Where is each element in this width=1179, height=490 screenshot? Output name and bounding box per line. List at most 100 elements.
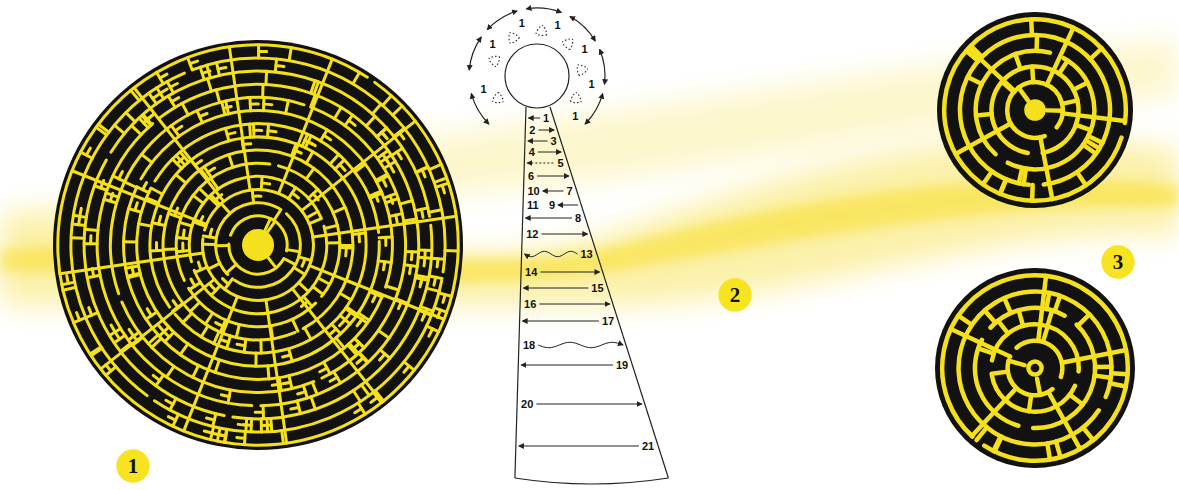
step-arrow [540, 272, 599, 273]
maze-meander [135, 203, 137, 211]
maze-meander [223, 279, 229, 284]
maze-wall [221, 203, 230, 213]
funnel-base [515, 478, 669, 484]
maze-ring [313, 108, 406, 378]
maze-wall [376, 174, 388, 180]
maze-meander [218, 67, 226, 69]
maze-wall [286, 101, 289, 114]
maze-wall [1015, 54, 1020, 69]
maze-meander [423, 250, 426, 258]
maze-spoke [1048, 392, 1080, 449]
maze-wall [203, 243, 216, 246]
maze-meander [164, 331, 170, 337]
step-arrow [538, 342, 623, 347]
maze-wall [1029, 395, 1031, 411]
maze-wall [148, 335, 158, 344]
maze-wall [216, 244, 229, 247]
maze-ring [960, 35, 1110, 185]
maze-wall [90, 347, 101, 354]
dotted-loop [489, 56, 500, 66]
maze-meander [404, 366, 409, 372]
maze-wall [1055, 296, 1060, 311]
maze-wall [1029, 19, 1034, 35]
maze-meander [160, 89, 167, 93]
maze-meander [221, 339, 229, 342]
maze-meander [355, 409, 362, 413]
maze-meander [237, 344, 245, 345]
step-number: 13 [580, 248, 592, 260]
maze-wall [340, 293, 351, 300]
maze-meander [268, 129, 276, 133]
maze-meander [371, 397, 377, 402]
maze-meander [358, 357, 364, 362]
step-arrow [539, 304, 609, 305]
maze-wall [1000, 179, 1006, 194]
cycle-arrow [469, 37, 481, 70]
maze-wall [327, 241, 340, 244]
maze-wall [199, 188, 208, 197]
maze-spoke [969, 48, 1015, 91]
step-number: 3 [550, 135, 556, 147]
maze-meander [155, 243, 158, 251]
maze-wall [366, 116, 375, 126]
maze-meander [283, 382, 291, 384]
maze-meander [298, 392, 306, 394]
maze-spoke [310, 266, 444, 320]
maze-spoke [313, 216, 456, 237]
maze-wall [400, 201, 413, 205]
maze-wall [284, 259, 296, 265]
step-number: 20 [521, 398, 533, 410]
step-number: 9 [549, 199, 555, 211]
maze-meander [382, 133, 387, 139]
maze-meander [77, 313, 80, 321]
maze-ring [194, 226, 326, 313]
maze-ring [141, 111, 392, 288]
maze-wall [393, 106, 402, 115]
maze-meander [264, 103, 272, 107]
step-arrow [527, 163, 554, 164]
maze-wall [265, 219, 271, 231]
step-arrow [523, 321, 599, 322]
maze-meander [421, 209, 423, 217]
maze-wall [1009, 361, 1025, 365]
maze-wall [124, 240, 137, 243]
maze-meander [208, 168, 215, 172]
maze-spoke [184, 297, 238, 431]
maze-wall [1095, 376, 1111, 378]
maze-meander [253, 195, 261, 198]
maze-wall [226, 264, 236, 273]
maze-spoke [266, 300, 287, 443]
maze-meander [198, 262, 201, 270]
maze-wall [1000, 179, 1006, 194]
step-number: 8 [575, 212, 581, 224]
step-number: 14 [525, 266, 537, 278]
badge-fill [718, 278, 751, 311]
maze-wall [287, 250, 300, 252]
maze-wall [180, 344, 188, 355]
maze-wall [1034, 35, 1039, 51]
maze-meander [153, 375, 159, 380]
maze-meander [160, 74, 167, 78]
maze-ring [160, 84, 419, 405]
maze-spoke [951, 329, 1010, 357]
maze-meander [190, 61, 198, 64]
maze-meander [89, 236, 92, 244]
maze-wall [261, 84, 264, 97]
maze-wall [404, 219, 417, 221]
maze-wall [208, 79, 212, 92]
maze-wall [445, 249, 458, 252]
maze-wall [340, 244, 353, 247]
maze-meander [237, 436, 245, 440]
maze-meander [346, 312, 351, 318]
cycle-number: 1 [555, 19, 561, 31]
maze-wall [306, 211, 317, 217]
maze-meander [302, 259, 305, 267]
maze-spoke [1063, 113, 1126, 121]
maze-wall [976, 114, 992, 115]
maze-wall [1076, 125, 1091, 130]
maze-wall [983, 171, 992, 184]
maze-meander [396, 215, 397, 223]
maze-wall [1056, 441, 1060, 457]
maze-meander [89, 308, 92, 316]
